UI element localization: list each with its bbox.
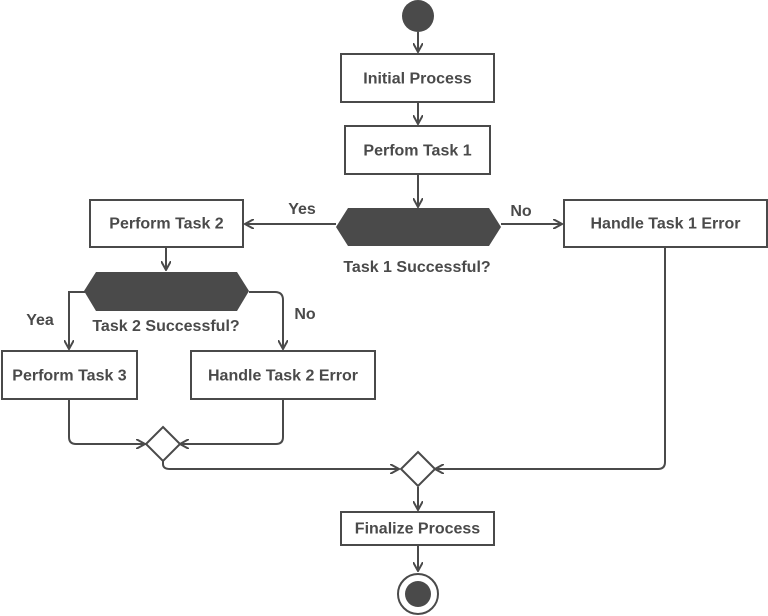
decision-task-2-label: Task 2 Successful? (92, 318, 239, 335)
edge-merge1-to-merge2 (162, 461, 399, 469)
edge-label-task1-yes: Yes (288, 201, 316, 218)
action-handle-task-1-error-label: Handle Task 1 Error (591, 216, 741, 233)
decision-task-1-shape (336, 208, 501, 246)
initial-node (402, 0, 434, 32)
action-finalize-process: Finalize Process (340, 511, 495, 546)
action-handle-task-1-error: Handle Task 1 Error (563, 199, 768, 248)
edge-label-task1-no: No (510, 203, 532, 220)
action-perform-task-1-label: Perfom Task 1 (363, 143, 471, 160)
decision-task-2: Task 2 Successful? (84, 272, 249, 335)
action-perform-task-1: Perfom Task 1 (344, 125, 491, 175)
action-finalize-process-label: Finalize Process (355, 521, 480, 538)
action-perform-task-2-label: Perform Task 2 (109, 216, 224, 233)
edges (68, 32, 666, 571)
edge-decision2-yes (69, 291, 85, 349)
action-handle-task-2-error: Handle Task 2 Error (190, 350, 376, 400)
edge-task1error-to-merge2 (435, 247, 666, 469)
edge-task3-to-merge1 (68, 399, 145, 444)
final-node (397, 573, 439, 615)
action-initial-process-label: Initial Process (363, 71, 472, 88)
action-handle-task-2-error-label: Handle Task 2 Error (208, 368, 358, 385)
edge-label-task2-yes: Yea (26, 312, 54, 329)
edge-label-task2-no: No (294, 306, 316, 323)
decision-task-2-shape (84, 272, 249, 311)
merge-node-1 (144, 425, 182, 463)
action-initial-process: Initial Process (340, 53, 495, 103)
decision-task-1: Task 1 Successful? (336, 208, 501, 276)
action-perform-task-3-label: Perform Task 3 (12, 368, 127, 385)
edge-decision2-no (249, 291, 283, 349)
merge-node-2 (399, 450, 437, 488)
action-perform-task-3: Perform Task 3 (1, 350, 138, 400)
decision-task-1-label: Task 1 Successful? (343, 259, 490, 276)
action-perform-task-2: Perform Task 2 (89, 199, 244, 248)
edge-task2error-to-merge1 (180, 399, 284, 444)
